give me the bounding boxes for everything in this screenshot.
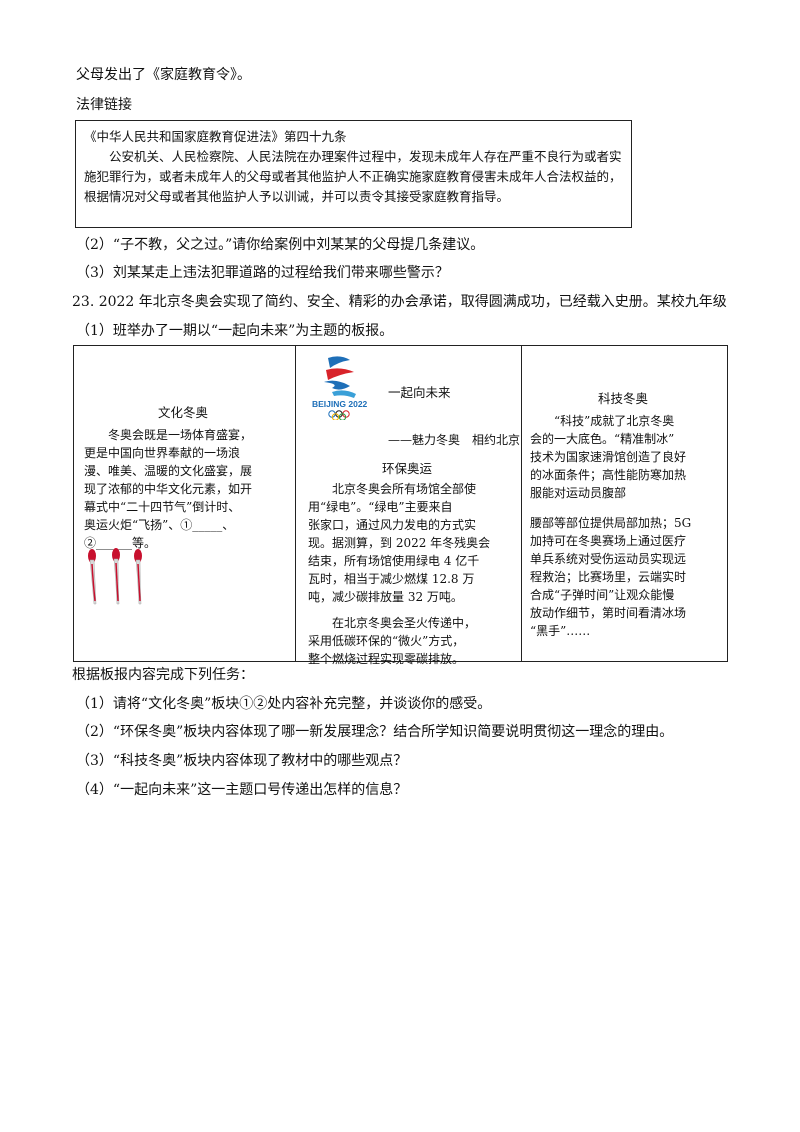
- culture-line: 现了浓郁的中华文化元素，如开: [84, 482, 253, 496]
- tech-line: 技术为国家速滑馆创造了良好: [530, 450, 687, 464]
- law-body: 公安机关、人民检察院、人民法院在办理案件过程中，发现未成年人存在严重不良行为或者…: [84, 149, 622, 204]
- tech-line: 合成“子弹时间”让观众能慢: [530, 588, 675, 602]
- panel-environment-title: 环保奥运: [382, 461, 433, 476]
- panel-technology-title: 科技冬奥: [598, 391, 649, 406]
- culture-line: 漫、唯美、温暖的文化盛宴，展: [84, 464, 253, 478]
- panel-culture-text: 冬奥会既是一场体育盛宴， 更是中国向世界奉献的一场浪 漫、唯美、温暖的文化盛宴，…: [84, 426, 289, 552]
- panel-culture-title: 文化冬奥: [158, 405, 209, 420]
- tech-line: “黑手”……: [530, 624, 591, 638]
- panel-technology: 科技冬奥 “科技”成就了北京冬奥 会的一大底色。“精准制冰” 技术为国家速滑馆创…: [522, 346, 727, 661]
- task-item: （2）“环保冬奥”板块内容体现了哪一新发展理念？结合所学知识简要说明贯彻这一理念…: [76, 724, 674, 740]
- task-item: （4）“一起向未来”这一主题口号传递出怎样的信息？: [76, 782, 408, 798]
- panel-culture: 文化冬奥 冬奥会既是一场体育盛宴， 更是中国向世界奉献的一场浪 漫、唯美、温暖的…: [74, 346, 296, 661]
- tech-line: 程救治；比赛场里，云端实时: [530, 570, 687, 584]
- olympic-torch-icons: [88, 548, 142, 605]
- tech-line: 加持可在冬奥赛场上通过医疗: [530, 534, 687, 548]
- env-line: 整个燃烧过程实现零碳排放。: [308, 652, 465, 666]
- tech-line: 服能对运动员腹部: [530, 486, 627, 500]
- tech-line: 的冰面条件；高性能防寒加热: [530, 468, 687, 482]
- torch-icon-2: [112, 548, 120, 605]
- panel-environment: BEIJING 2022 一起向未来 ——魅力冬奥 相约北京 环保奥运 北京冬奥…: [296, 346, 522, 666]
- blackboard-newspaper: 文化冬奥 冬奥会既是一场体育盛宴， 更是中国向世界奉献的一场浪 漫、唯美、温暖的…: [73, 345, 728, 666]
- panel-middle-title: 一起向未来: [388, 385, 451, 400]
- task-intro: 根据板报内容完成下列任务：: [72, 667, 254, 683]
- culture-line: 更是中国向世界奉献的一场浪: [84, 446, 241, 460]
- culture-line: 幕式中“二十四节气”倒计时、: [84, 500, 241, 514]
- env-line: 采用低碳环保的“微火”方式，: [308, 634, 465, 648]
- env-line: 吨，减少碳排放量 32 万吨。: [308, 590, 463, 604]
- tech-line: “科技”成就了北京冬奥: [554, 414, 675, 428]
- law-title: 《中华人民共和国家庭教育促进法》第四十九条: [84, 129, 347, 144]
- torch-icon-3: [134, 549, 142, 605]
- env-line: 瓦时，相当于减少燃煤 12.8 万: [308, 572, 475, 586]
- tech-line: 单兵系统对受伤运动员实现远: [530, 552, 687, 566]
- panel-environment-text: 北京冬奥会所有场馆全部使 用“绿电”。“绿电”主要来自 张家口，通过风力发电的方…: [308, 480, 516, 668]
- torch-icon-1: [88, 549, 97, 605]
- task-item: （3）“科技冬奥”板块内容体现了教材中的哪些观点？: [76, 753, 408, 769]
- env-line: 用“绿电”。“绿电”主要来自: [308, 500, 453, 514]
- law-link-label: 法律链接: [76, 97, 132, 113]
- task-item: （1）请将“文化冬奥”板块①②处内容补充完整，并谈谈你的感受。: [76, 696, 492, 712]
- tech-line: 腰部等部位提供局部加热；5G: [530, 516, 692, 530]
- panel-technology-text: “科技”成就了北京冬奥 会的一大底色。“精准制冰” 技术为国家速滑馆创造了良好 …: [530, 412, 726, 640]
- env-line: 在北京冬奥会圣火传递中，: [332, 616, 477, 630]
- env-line: 现。据测算，到 2022 年冬残奥会: [308, 536, 491, 550]
- question-23-sub1: （1）班举办了一期以“一起向未来”为主题的板报。: [76, 323, 394, 339]
- culture-line: ②______等。: [84, 536, 157, 550]
- emblem-text: BEIJING 2022: [312, 399, 368, 409]
- tech-line: 放动作细节，第时间看清冰场: [530, 606, 687, 620]
- beijing-2022-emblem-icon: BEIJING 2022: [312, 356, 368, 420]
- question-22-2: （2）“子不教，父之过。”请你给案例中刘某某的父母提几条建议。: [76, 237, 485, 253]
- env-line: 北京冬奥会所有场馆全部使: [332, 482, 477, 496]
- culture-line: 冬奥会既是一场体育盛宴，: [108, 428, 253, 442]
- law-excerpt-box: 《中华人民共和国家庭教育促进法》第四十九条 公安机关、人民检察院、人民法院在办理…: [75, 120, 632, 228]
- intro-line: 父母发出了《家庭教育令》。: [76, 67, 251, 83]
- question-23-intro: 23. 2022 年北京冬奥会实现了简约、安全、精彩的办会承诺，取得圆满成功，已…: [72, 294, 727, 310]
- tech-line: 会的一大底色。“精准制冰”: [530, 432, 675, 446]
- culture-line: 奥运火炬“飞扬”、①_____、: [84, 518, 235, 532]
- env-line: 结束，所有场馆使用绿电 4 亿千: [308, 554, 480, 568]
- env-line: 张家口，通过风力发电的方式实: [308, 518, 477, 532]
- panel-middle-subtitle: ——魅力冬奥 相约北京: [388, 433, 521, 447]
- question-22-3: （3）刘某某走上违法犯罪道路的过程给我们带来哪些警示？: [76, 265, 449, 281]
